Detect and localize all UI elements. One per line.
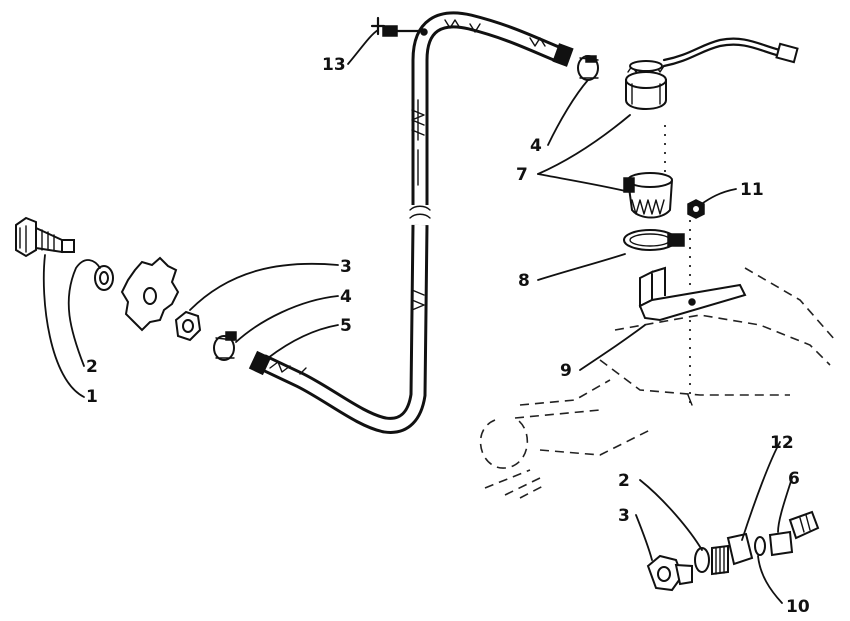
callout-8: 8 (518, 271, 530, 291)
callout-7: 7 (516, 165, 528, 185)
callout-2: 2 (86, 357, 98, 377)
fuel-filter (577, 37, 799, 110)
callout-6: 6 (788, 469, 800, 489)
fuel-cap-assembly (15, 216, 237, 361)
callout-3: 3 (340, 257, 352, 277)
lock-nut (687, 199, 705, 219)
callout-3-lower: 3 (618, 506, 630, 526)
callout-13: 13 (322, 55, 346, 75)
fitting-assembly (646, 510, 820, 592)
hose-clamp (623, 229, 685, 251)
callout-11: 11 (740, 180, 764, 200)
callout-9: 9 (560, 361, 572, 381)
callout-2-lower: 2 (618, 471, 630, 491)
leader-lines (42, 29, 793, 604)
callout-1: 1 (86, 387, 98, 407)
chassis-frame-outline (479, 125, 836, 499)
filter-bracket-clamp (623, 172, 673, 219)
callout-4: 4 (340, 287, 352, 307)
callout-12: 12 (770, 433, 794, 453)
callout-5: 5 (340, 316, 352, 336)
callout-numbers: 1 2 3 4 5 13 4 7 11 8 9 12 2 6 3 10 (86, 55, 810, 617)
callout-10: 10 (786, 597, 810, 617)
fuel-hose (248, 11, 574, 434)
vent-fitting (370, 16, 428, 37)
callout-4-upper: 4 (530, 136, 542, 156)
mounting-bracket (638, 266, 747, 322)
